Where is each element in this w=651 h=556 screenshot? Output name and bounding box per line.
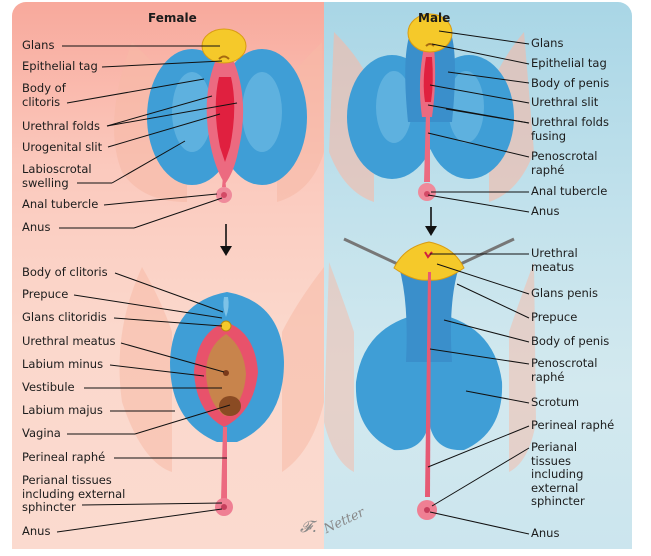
urogenital-slit xyxy=(215,77,235,162)
label-perineal-raphe-male: Perineal raphé xyxy=(531,418,615,432)
male-panel: Netter Male Glans Epithelial tag Body of… xyxy=(324,2,632,549)
artist-signature-part-male: Netter xyxy=(324,505,368,538)
label-anus-male: Anus xyxy=(531,204,560,218)
label-penoscrotal-raphe: Penoscrotal raphé xyxy=(531,149,598,177)
label-epithelial-tag: Epithelial tag xyxy=(22,59,98,73)
label-anal-tubercle: Anal tubercle xyxy=(22,197,99,211)
female-title: Female xyxy=(148,11,197,25)
glans-penis xyxy=(393,241,465,281)
retractor-left xyxy=(343,237,405,269)
label-anal-tubercle-male: Anal tubercle xyxy=(531,184,608,198)
label-anus-male-adult: Anus xyxy=(531,526,560,540)
label-urethral-folds: Urethral folds xyxy=(22,119,100,133)
male-top-leader-lines xyxy=(427,30,530,213)
label-body-of-penis: Body of penis xyxy=(531,76,610,90)
label-perianal-tissues: Perianal tissues including external sphi… xyxy=(22,473,126,514)
penoscrotal-raphe-early xyxy=(424,112,430,182)
artist-signature-part: 𝓕. xyxy=(300,517,318,536)
label-vestibule: Vestibule xyxy=(22,380,75,394)
male-bottom-leader-lines xyxy=(427,253,530,535)
label-body-of-clitoris-adult: Body of clitoris xyxy=(22,265,108,279)
label-scrotum: Scrotum xyxy=(531,395,580,409)
label-vagina: Vagina xyxy=(22,426,61,440)
urethral-meatus xyxy=(223,370,229,376)
retractor-right xyxy=(453,237,515,269)
development-arrow-head-male xyxy=(425,226,437,236)
label-glans-clitoridis: Glans clitoridis xyxy=(22,310,107,324)
label-body-of-penis-adult: Body of penis xyxy=(531,334,610,348)
development-arrow-head xyxy=(220,246,232,256)
label-anus: Anus xyxy=(22,220,51,234)
label-glans-penis: Glans penis xyxy=(531,286,598,300)
label-glans: Glans xyxy=(22,38,55,52)
female-panel: 𝓕. Female Glans Epithelial tag Body of c… xyxy=(12,2,324,549)
perineal-raphe-male xyxy=(425,272,431,497)
label-glans-male: Glans xyxy=(531,36,564,50)
label-anus-adult: Anus xyxy=(22,524,51,538)
male-title: Male xyxy=(418,11,451,25)
vagina xyxy=(219,396,241,416)
label-labium-minus: Labium minus xyxy=(22,357,104,371)
label-labium-majus: Labium majus xyxy=(22,403,103,417)
label-urogenital-slit: Urogenital slit xyxy=(22,140,103,154)
female-illustration: 𝓕. xyxy=(56,28,324,536)
female-top-leader-lines xyxy=(59,45,238,229)
label-urethral-slit: Urethral slit xyxy=(531,95,599,109)
label-labioscrotal-swelling: Labioscrotal swelling xyxy=(22,162,92,190)
label-perineal-raphe: Perineal raphé xyxy=(22,450,106,464)
urethral-slit xyxy=(423,57,433,102)
glans-clitoridis xyxy=(220,320,232,332)
label-prepuce-male: Prepuce xyxy=(531,310,578,324)
label-urethral-meatus-male: Urethral meatus xyxy=(531,246,578,274)
label-body-of-clitoris: Body of clitoris xyxy=(22,81,66,109)
label-perianal-tissues-male: Perianal tissues including external sphi… xyxy=(531,440,585,508)
label-prepuce: Prepuce xyxy=(22,287,69,301)
label-penoscrotal-raphe-adult: Penoscrotal raphé xyxy=(531,356,598,384)
male-illustration: Netter xyxy=(324,13,536,538)
perineal-raphe xyxy=(221,427,227,500)
prepuce xyxy=(223,297,229,317)
epithelial-tag-male xyxy=(425,43,435,47)
female-bottom-leader-lines xyxy=(56,272,231,533)
label-urethral-meatus: Urethral meatus xyxy=(22,334,116,348)
label-urethral-folds-fusing: Urethral folds fusing xyxy=(531,115,609,143)
label-epithelial-tag-male: Epithelial tag xyxy=(531,56,607,70)
epithelial-tag xyxy=(218,55,230,60)
